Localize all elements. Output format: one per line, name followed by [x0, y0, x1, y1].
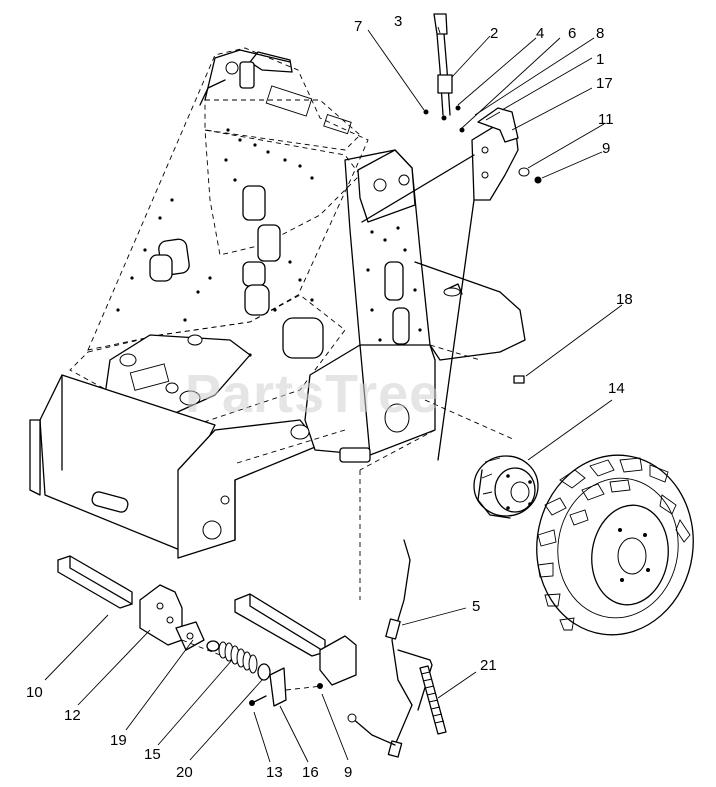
- compression-spring: [218, 641, 258, 674]
- leader-lines: [44, 26, 623, 763]
- callout-2: 2: [490, 25, 498, 42]
- callout-1: 1: [596, 51, 604, 68]
- frame-holes: [116, 128, 422, 367]
- callout-17: 17: [596, 75, 613, 92]
- callout-21: 21: [480, 657, 497, 674]
- callout-11: 11: [598, 111, 614, 128]
- callout-4: 4: [536, 25, 544, 42]
- main-frame: [29, 47, 526, 600]
- callout-12: 12: [64, 707, 81, 724]
- lower-hardware: [57, 555, 357, 707]
- callout-16: 16: [302, 764, 319, 781]
- control-lever-assembly: [361, 13, 542, 461]
- watermark-text: PartsTree: [185, 364, 440, 424]
- callout-10: 10: [26, 684, 43, 701]
- callout-13: 13: [266, 764, 283, 781]
- spring: [419, 665, 447, 735]
- callout-14: 14: [608, 380, 625, 397]
- control-cable: [347, 539, 433, 758]
- callout-numbers: 3 7 2 4 6 8 1 17 11 9 18 14 5 21 10 12 1…: [26, 13, 633, 781]
- callout-3: 3: [394, 13, 402, 30]
- callout-5: 5: [472, 598, 480, 615]
- callout-8: 8: [596, 25, 604, 42]
- wheel-hub: [473, 375, 539, 519]
- callout-9-upper: 9: [602, 140, 610, 157]
- callout-6: 6: [568, 25, 576, 42]
- callout-15: 15: [144, 746, 161, 763]
- callout-7: 7: [354, 18, 362, 35]
- tire-tread: [537, 457, 691, 631]
- callout-18: 18: [616, 291, 633, 308]
- callout-20: 20: [176, 764, 193, 781]
- callout-9-lower: 9: [344, 764, 352, 781]
- wheel-and-tire: [536, 454, 694, 636]
- callout-19: 19: [110, 732, 127, 749]
